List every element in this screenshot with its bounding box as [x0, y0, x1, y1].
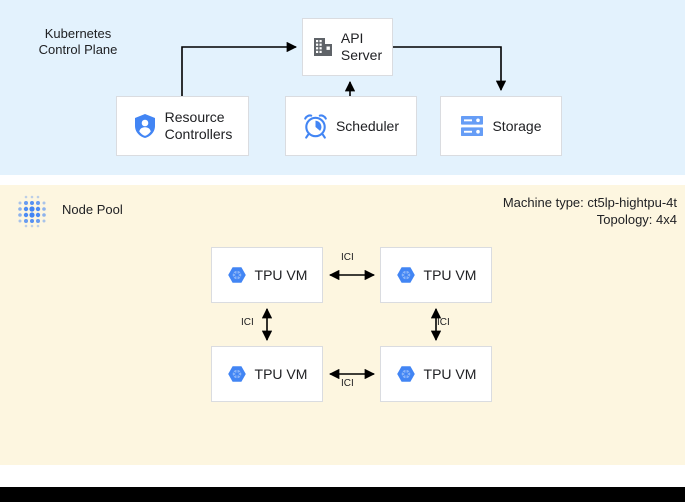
node-pool-section	[0, 185, 685, 465]
scheduler-box[interactable]: Scheduler	[285, 96, 417, 156]
storage-label: Storage	[492, 117, 542, 134]
shield-user-icon	[133, 113, 157, 139]
server-rack-icon	[460, 115, 484, 137]
ici-label-top: ICI	[341, 252, 354, 263]
node-pool-meta: Machine type: ct5lp-hightpu-4t Topology:…	[503, 194, 677, 228]
control-plane-title: Kubernetes Control Plane	[38, 26, 118, 57]
resource-controllers-box[interactable]: Resource Controllers	[116, 96, 249, 156]
bottom-bar	[0, 487, 685, 502]
scheduler-label: Scheduler	[335, 117, 400, 134]
tpu-hexagon-icon	[396, 265, 416, 285]
tpu-vm-box-3[interactable]: TPU VM	[211, 346, 323, 402]
api-server-box[interactable]: API Server	[302, 18, 393, 76]
tpu-vm-box-2[interactable]: TPU VM	[380, 247, 492, 303]
tpu-vm-box-4[interactable]: TPU VM	[380, 346, 492, 402]
topology-text: Topology: 4x4	[596, 212, 677, 227]
tpu-vm-label-1: TPU VM	[254, 266, 308, 283]
resource-controllers-label: Resource Controllers	[164, 109, 233, 142]
tpu-hexagon-icon	[227, 265, 247, 285]
ici-label-right: ICI	[437, 317, 450, 328]
tpu-vm-box-1[interactable]: TPU VM	[211, 247, 323, 303]
tpu-hexagon-icon	[396, 364, 416, 384]
api-server-label: API Server	[340, 30, 383, 63]
tpu-hexagon-icon	[227, 364, 247, 384]
building-icon	[313, 37, 333, 57]
storage-box[interactable]: Storage	[440, 96, 562, 156]
ici-label-bottom: ICI	[341, 378, 354, 389]
machine-type-text: Machine type: ct5lp-hightpu-4t	[502, 195, 677, 210]
node-pool-title: Node Pool	[62, 202, 123, 217]
tpu-vm-label-4: TPU VM	[423, 365, 477, 382]
ici-label-left: ICI	[241, 317, 254, 328]
alarm-clock-icon	[303, 113, 328, 139]
tpu-vm-label-3: TPU VM	[254, 365, 308, 382]
dot-matrix-icon	[14, 193, 50, 229]
tpu-vm-label-2: TPU VM	[423, 266, 477, 283]
